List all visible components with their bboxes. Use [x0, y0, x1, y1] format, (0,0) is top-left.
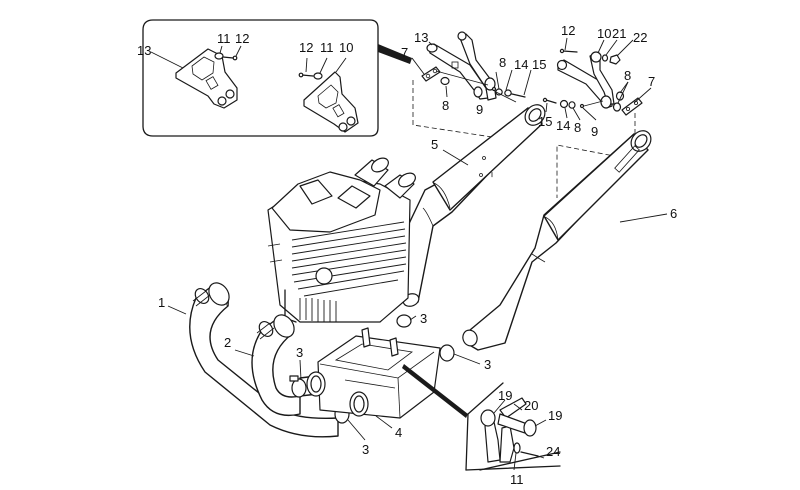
callout-1: 1	[158, 295, 165, 310]
callout-3-b: 3	[420, 311, 427, 326]
callout-4: 4	[395, 425, 402, 440]
callout-13: 13	[414, 30, 428, 45]
washer-11-right	[313, 72, 323, 80]
bracket-plate-10	[303, 71, 359, 133]
callout-14b: 14	[556, 118, 570, 133]
callout-20: 20	[524, 398, 538, 413]
callout-8: 8	[442, 98, 449, 113]
callout-8b: 8	[499, 55, 506, 70]
callout-11: 11	[510, 472, 524, 487]
clamp-3-d	[439, 344, 455, 362]
callout-9b: 9	[591, 124, 598, 139]
callout-12: 12	[561, 23, 575, 38]
callout-14: 14	[514, 57, 528, 72]
left-mount-hardware	[412, 31, 526, 178]
callout-3-a: 3	[296, 345, 303, 360]
callout-3-d: 3	[362, 442, 369, 457]
washer-11	[214, 52, 224, 60]
callout-8c: 8	[624, 68, 631, 83]
callout-2: 2	[224, 335, 231, 350]
inset-detail: 13 11 12 12 11 10	[137, 19, 412, 137]
screw-12	[222, 56, 234, 59]
callout-5: 5	[431, 137, 438, 152]
callout-3-c: 3	[484, 357, 491, 372]
callout-21: 21	[612, 26, 626, 41]
callout-10-inset: 10	[339, 40, 353, 55]
callout-11-inset-right: 11	[320, 40, 334, 55]
callout-7: 7	[401, 45, 408, 60]
clamp-3-a	[291, 378, 307, 398]
callout-10: 10	[597, 26, 611, 41]
callout-12-inset: 12	[235, 31, 249, 46]
callout-6: 6	[670, 206, 677, 221]
header-pipe-1	[189, 282, 339, 438]
silencer-box-4	[306, 327, 441, 419]
callout-8d: 8	[574, 120, 581, 135]
callout-19b: 19	[548, 408, 562, 423]
callout-13-inset: 13	[137, 43, 151, 58]
leader-lines	[167, 37, 668, 471]
callout-22: 22	[633, 30, 647, 45]
callout-12-inset-right: 12	[299, 40, 313, 55]
clamp-3-c	[396, 314, 412, 328]
callout-15: 15	[532, 57, 546, 72]
engine	[267, 157, 416, 323]
header-pipe-2	[251, 314, 319, 417]
callout-24: 24	[546, 444, 560, 459]
callout-7b: 7	[648, 74, 655, 89]
inset-pointer-arrow	[378, 44, 412, 64]
right-mount-hardware	[542, 48, 643, 198]
muffler-5	[402, 104, 546, 307]
callout-15b: 15	[538, 114, 552, 129]
callout-11-inset: 11	[217, 31, 231, 46]
screw-12-right	[301, 74, 314, 77]
callout-9: 9	[476, 102, 483, 117]
muffler-6	[462, 130, 652, 351]
callout-labels: 13 7 8 8 9 14 15 12 10 21 22 8 7 15 14 8…	[158, 23, 677, 487]
callout-19: 19	[498, 388, 512, 403]
frame-bracket	[402, 364, 561, 471]
